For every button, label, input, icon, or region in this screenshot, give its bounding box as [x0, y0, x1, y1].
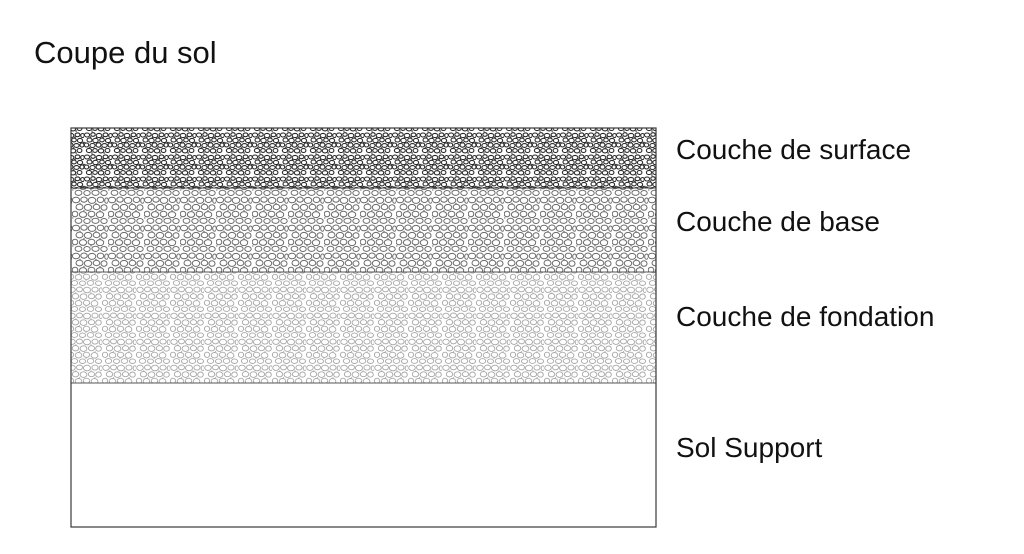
base-layer — [70, 187, 657, 273]
surface-layer-label: Couche de surface — [676, 134, 912, 165]
section-outline — [70, 127, 657, 528]
base-layer-label: Couche de base — [676, 206, 880, 237]
foundation-layer-label: Couche de fondation — [676, 301, 935, 332]
subgrade-layer — [70, 382, 657, 528]
surface-layer — [70, 127, 657, 189]
subgrade-layer-label: Sol Support — [676, 432, 823, 463]
foundation-layer — [70, 271, 657, 384]
page-title: Coupe du sol — [34, 35, 217, 70]
